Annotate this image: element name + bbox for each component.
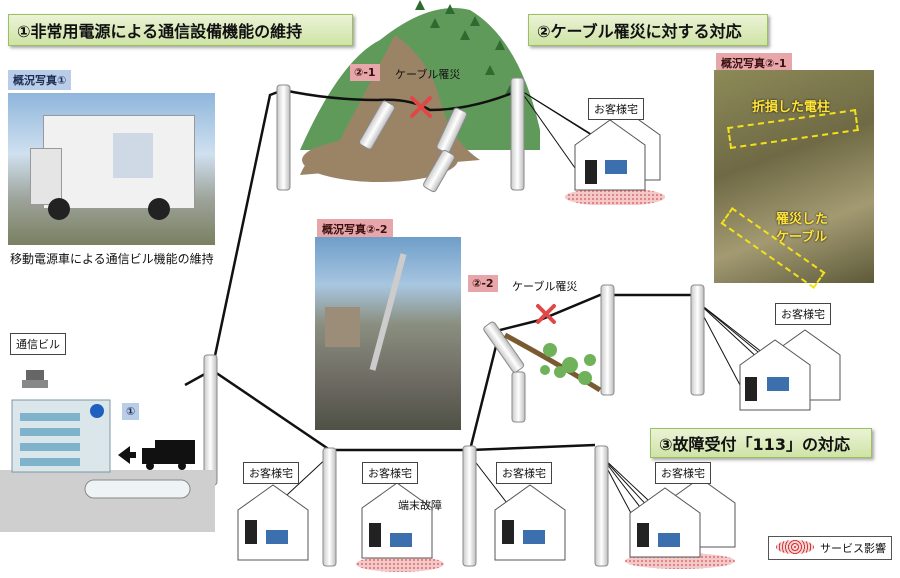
photo-1-power-truck [8, 93, 215, 245]
telecom-building-label: 通信ビル [10, 333, 66, 355]
disaster-2-1-number: ②-1 [350, 64, 380, 81]
photo-2-1-label: 概況写真②-1 [716, 53, 792, 73]
section-3-title: ③故障受付「113」の対応 [650, 428, 872, 458]
disaster-2-2-text: ケーブル罹災 [512, 280, 578, 293]
fallen-tree [503, 332, 602, 393]
photo-2-2-label: 概況写真②-2 [317, 219, 393, 239]
photo-2-1-broken-pole: 折損した電柱 罹災した ケーブル [714, 70, 874, 289]
customer-label-2: お客様宅 [775, 303, 831, 325]
damaged-cable-annotation-2: ケーブル [776, 230, 828, 245]
photo-1-label: 概況写真① [8, 70, 72, 90]
customer-label-3: お客様宅 [243, 462, 299, 484]
section-2-title: ②ケーブル罹災に対する対応 [528, 14, 768, 46]
telecom-building [0, 370, 215, 532]
marker-1: ① [122, 403, 140, 420]
broken-pole-annotation: 折損した電柱 [752, 100, 831, 115]
legend-service-impact-label: サービス影響 [820, 542, 886, 555]
customer-label-6: お客様宅 [655, 462, 711, 484]
customer-house-5 [494, 484, 566, 561]
customer-house-1 [565, 109, 665, 205]
utility-poles [203, 77, 705, 567]
customer-house-4 [356, 482, 444, 572]
disaster-2-2-number: ②-2 [468, 275, 498, 292]
broken-pole-dashed-box [727, 109, 859, 149]
customer-house-3 [237, 484, 309, 561]
photo-1-caption: 移動電源車による通信ビル機能の維持 [10, 252, 214, 266]
legend-service-impact-swatch [776, 540, 814, 554]
disaster-2-1-text: ケーブル罹災 [395, 68, 461, 81]
customer-label-4: お客様宅 [362, 462, 418, 484]
customer-house-2 [739, 329, 841, 411]
customer-label-1: お客様宅 [588, 98, 644, 120]
terminal-fault-label: 端末故障 [398, 499, 442, 512]
customer-label-5: お客様宅 [496, 462, 552, 484]
damaged-cable-annotation-1: 罹災した [776, 212, 829, 227]
customer-house-6 [625, 477, 736, 569]
section-1-title: ①非常用電源による通信設備機能の維持 [8, 14, 353, 46]
photo-2-2-fallen-pole [315, 237, 461, 430]
